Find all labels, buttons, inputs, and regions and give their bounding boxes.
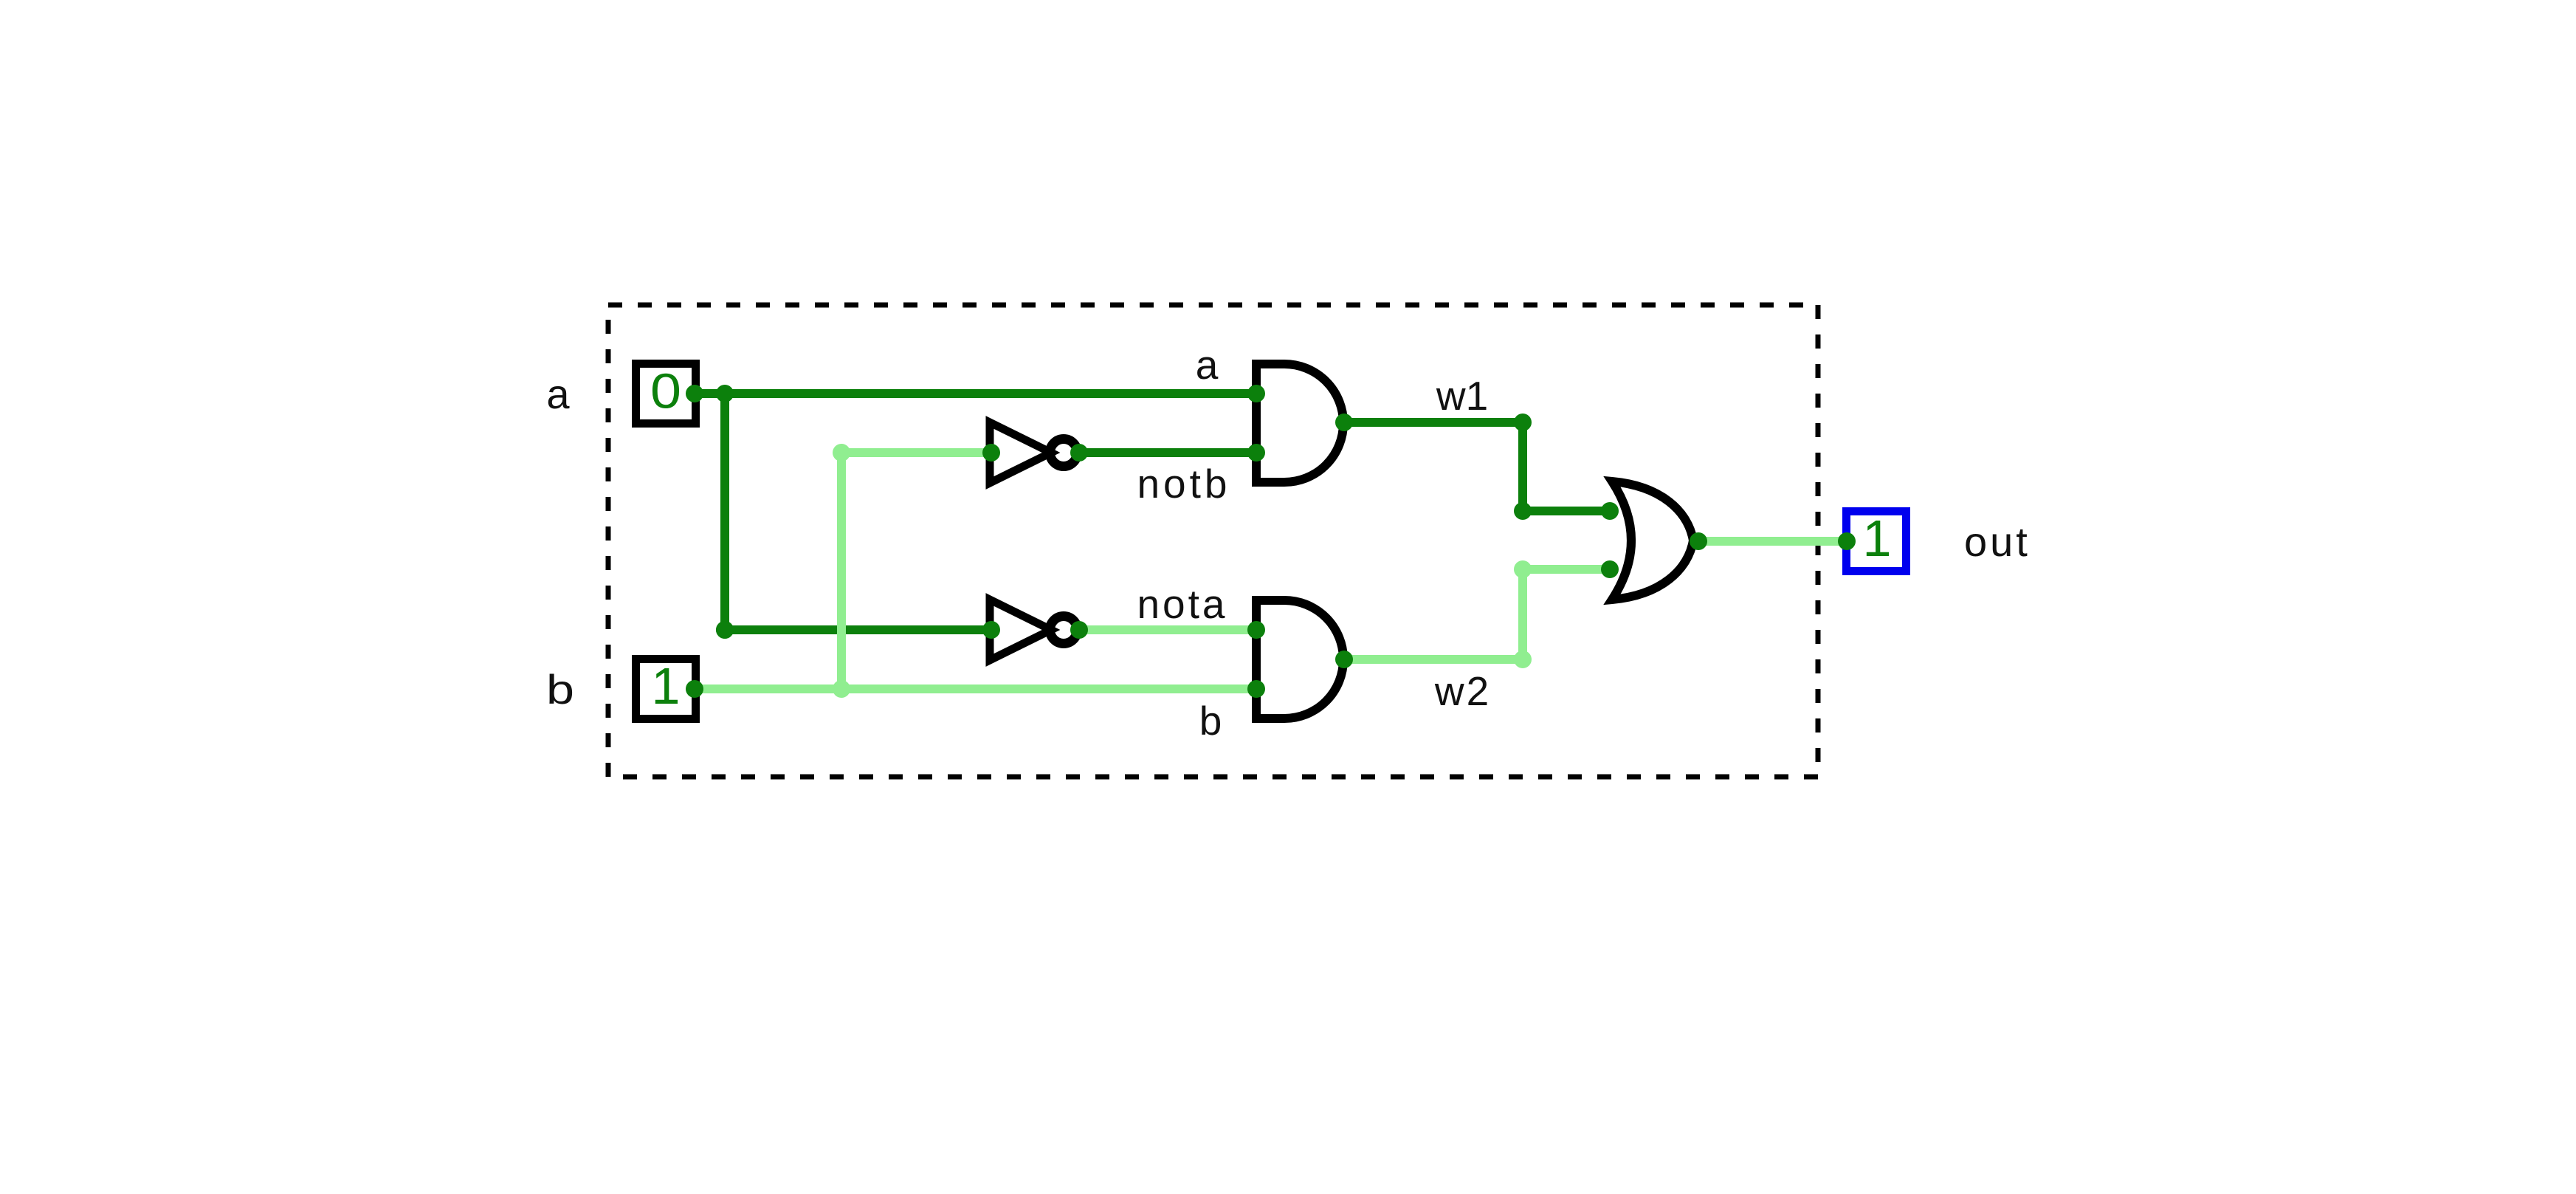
svg-text:out: out [1964, 518, 2031, 565]
svg-text:w1: w1 [1436, 373, 1488, 419]
svg-text:1: 1 [652, 657, 681, 715]
svg-text:1: 1 [1863, 509, 1892, 567]
svg-text:notb: notb [1137, 461, 1230, 507]
svg-text:nota: nota [1137, 581, 1227, 627]
svg-text:b: b [1199, 698, 1222, 744]
svg-text:w2: w2 [1434, 668, 1491, 714]
svg-text:a: a [1196, 342, 1219, 388]
svg-text:b: b [546, 666, 574, 713]
svg-text:a: a [546, 371, 570, 417]
svg-text:0: 0 [650, 364, 681, 419]
